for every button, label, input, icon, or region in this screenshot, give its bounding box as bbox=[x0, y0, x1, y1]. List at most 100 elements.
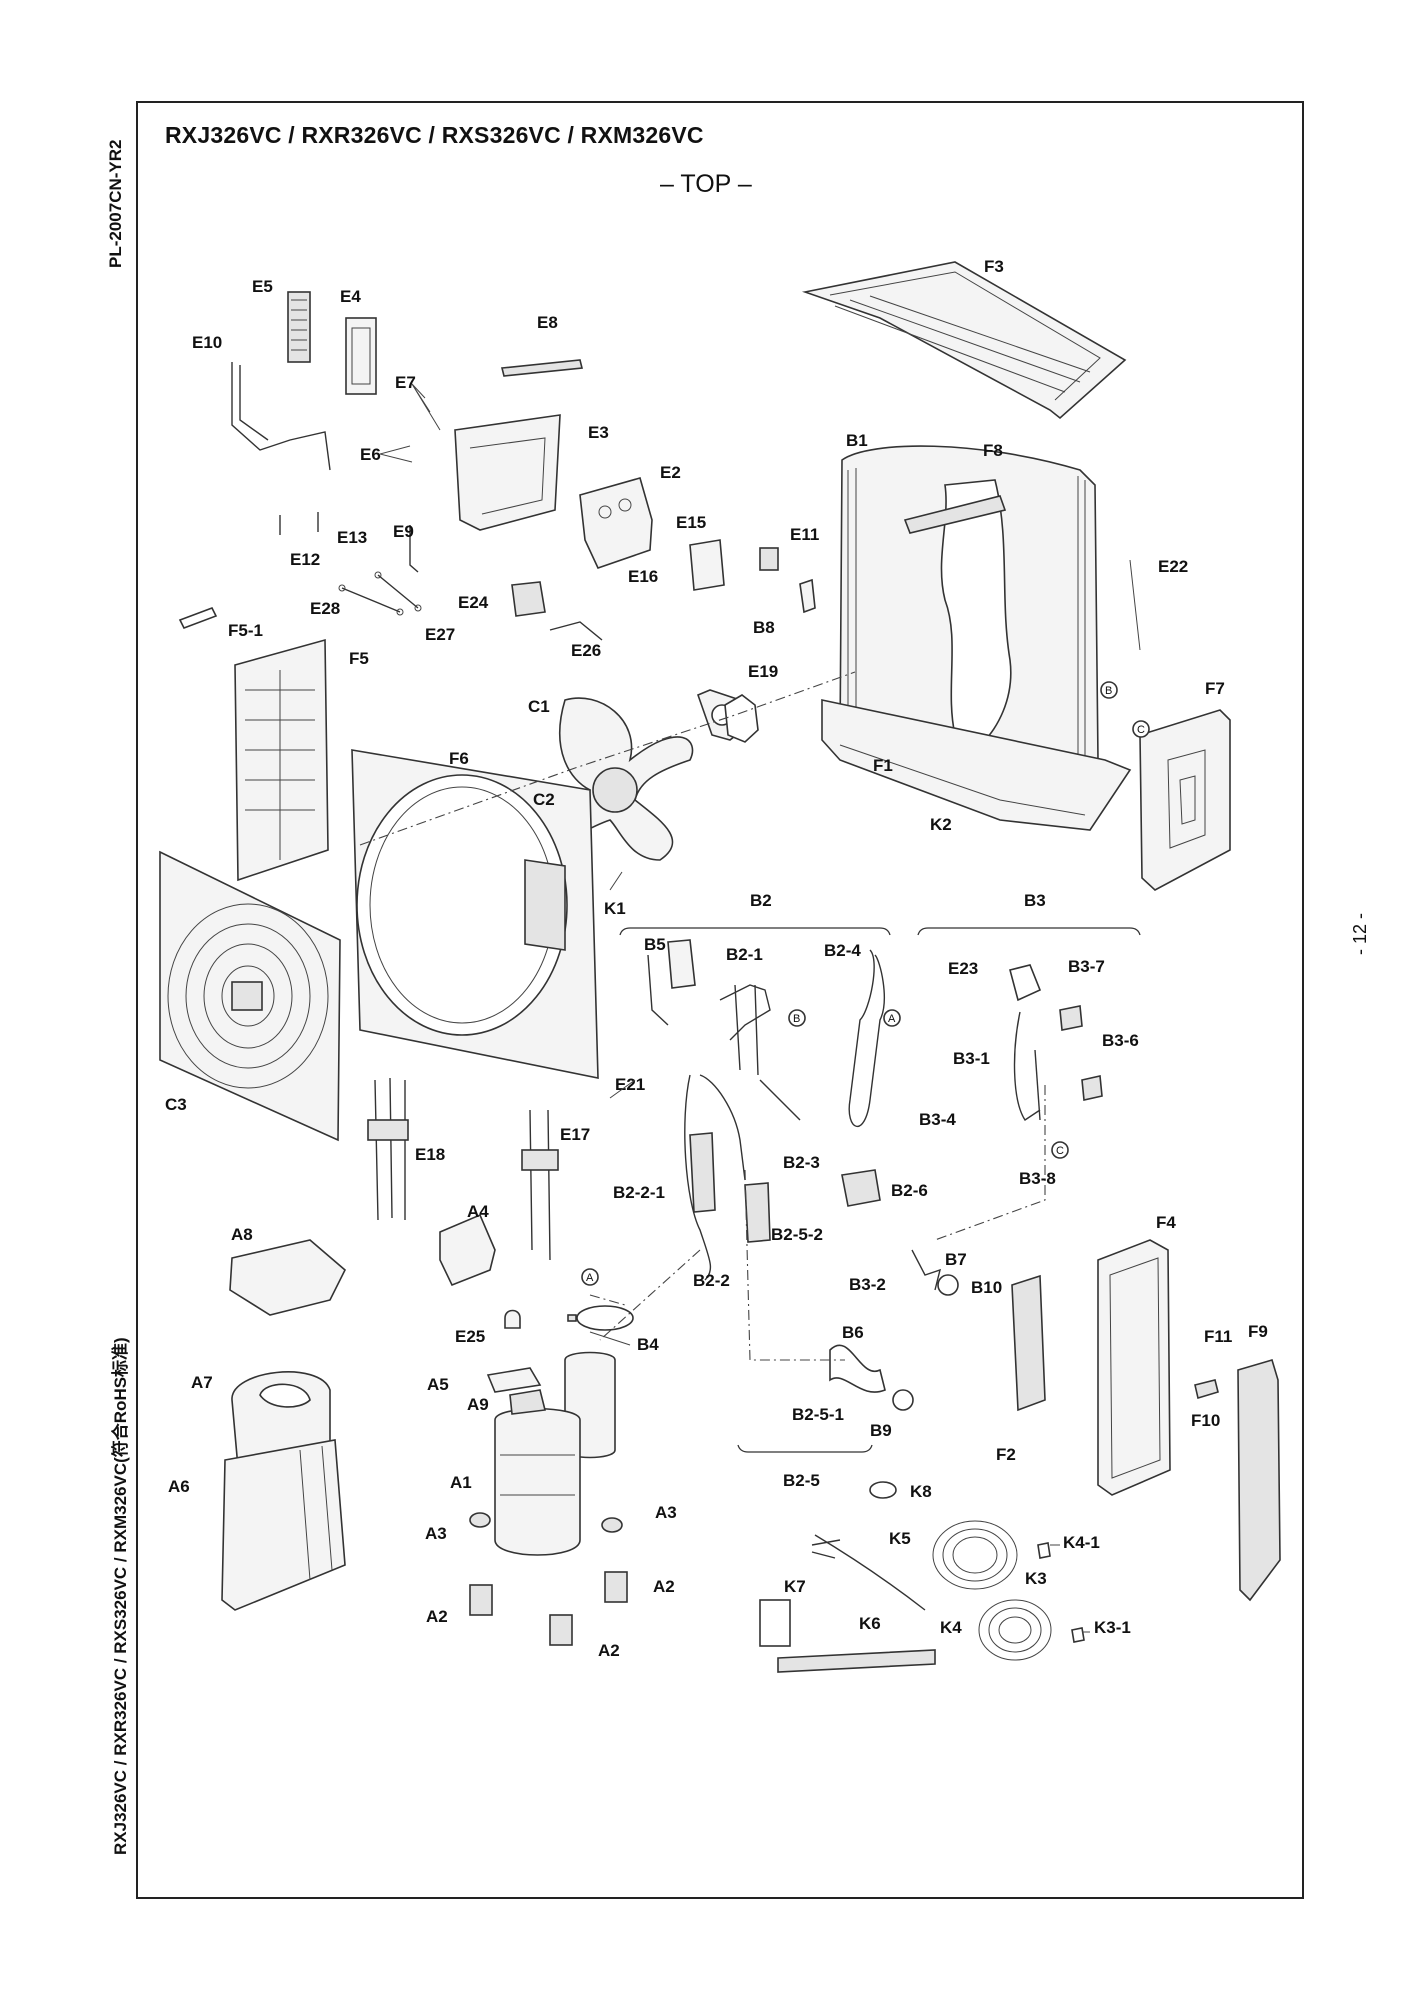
label-e25: E25 bbox=[455, 1327, 485, 1346]
label-e8: E8 bbox=[537, 313, 558, 332]
label-b3: B3 bbox=[1024, 891, 1046, 910]
label-a7: A7 bbox=[191, 1373, 213, 1392]
label-b2: B2 bbox=[750, 891, 772, 910]
part-labels: E5 E4 E10 E8 F3 E7 E6 E3 B1 F8 E2 E15 E1… bbox=[165, 257, 1268, 1660]
label-f2: F2 bbox=[996, 1445, 1016, 1464]
label-c1: C1 bbox=[528, 697, 550, 716]
label-e11: E11 bbox=[790, 525, 819, 544]
front-panel-part bbox=[351, 749, 599, 1079]
label-b3-4: B3-4 bbox=[919, 1110, 956, 1129]
control-box-parts bbox=[178, 291, 816, 741]
label-k4: K4 bbox=[940, 1618, 962, 1637]
piping-assembly-part bbox=[619, 927, 1141, 1453]
drawing-frame bbox=[136, 101, 1304, 1899]
label-e12: E12 bbox=[290, 550, 320, 569]
label-c2: C2 bbox=[533, 790, 555, 809]
label-b10: B10 bbox=[971, 1278, 1002, 1297]
label-k1: K1 bbox=[604, 899, 626, 918]
fan-grille-part bbox=[159, 850, 341, 1142]
label-f1: F1 bbox=[873, 756, 893, 775]
connection-markers: B C B A C A bbox=[581, 681, 1150, 1286]
view-subtitle: – TOP – bbox=[660, 170, 752, 198]
label-k6: K6 bbox=[859, 1614, 881, 1633]
label-e6: E6 bbox=[360, 445, 381, 464]
leader-lines bbox=[379, 383, 1090, 1633]
side-panel-right-part bbox=[1139, 709, 1231, 891]
label-b2-2: B2-2 bbox=[693, 1271, 730, 1290]
label-b2-3: B2-3 bbox=[783, 1153, 820, 1172]
label-a2-right: A2 bbox=[653, 1577, 675, 1596]
label-b2-5-2: B2-5-2 bbox=[771, 1225, 823, 1244]
label-b2-5: B2-5 bbox=[783, 1471, 820, 1490]
label-k3-1: K3-1 bbox=[1094, 1618, 1131, 1637]
label-f10: F10 bbox=[1191, 1411, 1220, 1430]
label-f6: F6 bbox=[449, 749, 469, 768]
service-panel-part bbox=[1011, 1239, 1281, 1602]
label-b2-2-1: B2-2-1 bbox=[613, 1183, 665, 1202]
marker-b-pipe: B bbox=[793, 1013, 800, 1025]
label-e7: E7 bbox=[395, 373, 416, 392]
label-a3-right: A3 bbox=[655, 1503, 677, 1522]
filter-guard-part bbox=[234, 638, 329, 882]
label-e26: E26 bbox=[571, 641, 601, 660]
label-e23: E23 bbox=[948, 959, 978, 978]
label-f8: F8 bbox=[983, 441, 1003, 460]
label-e18: E18 bbox=[415, 1145, 445, 1164]
label-f9: F9 bbox=[1248, 1322, 1268, 1341]
label-e16: E16 bbox=[628, 567, 658, 586]
label-b8: B8 bbox=[753, 618, 775, 637]
label-a9: A9 bbox=[467, 1395, 489, 1414]
marker-b-top: B bbox=[1105, 685, 1112, 697]
label-f4: F4 bbox=[1156, 1213, 1176, 1232]
label-b9: B9 bbox=[870, 1421, 892, 1440]
label-a1: A1 bbox=[450, 1473, 472, 1492]
label-a3-left: A3 bbox=[425, 1524, 447, 1543]
label-e2: E2 bbox=[660, 463, 681, 482]
label-f11: F11 bbox=[1204, 1327, 1232, 1346]
label-b2-5-1: B2-5-1 bbox=[792, 1405, 844, 1424]
label-e17: E17 bbox=[560, 1125, 590, 1144]
accessories-part bbox=[759, 1481, 1085, 1673]
label-b3-1: B3-1 bbox=[953, 1049, 990, 1068]
label-k3: K3 bbox=[1025, 1569, 1047, 1588]
label-k5: K5 bbox=[889, 1529, 911, 1548]
label-f7: F7 bbox=[1205, 679, 1225, 698]
label-k4-1: K4-1 bbox=[1063, 1533, 1100, 1552]
label-b3-2: B3-2 bbox=[849, 1275, 886, 1294]
label-e9: E9 bbox=[393, 522, 414, 541]
marker-c-pipe: C bbox=[1056, 1145, 1064, 1157]
label-e4: E4 bbox=[340, 287, 361, 306]
label-a8: A8 bbox=[231, 1225, 253, 1244]
page-title: RXJ326VC / RXR326VC / RXS326VC / RXM326V… bbox=[165, 122, 704, 148]
label-b3-8: B3-8 bbox=[1019, 1169, 1056, 1188]
label-e19: E19 bbox=[748, 662, 778, 681]
label-b1: B1 bbox=[846, 431, 868, 450]
marker-a-compressor: A bbox=[586, 1272, 594, 1284]
label-e27: E27 bbox=[425, 625, 455, 644]
label-f3: F3 bbox=[984, 257, 1004, 276]
heat-exchanger-frame-part bbox=[821, 445, 1141, 831]
label-a5: A5 bbox=[427, 1375, 449, 1394]
label-b6: B6 bbox=[842, 1323, 864, 1342]
label-f5: F5 bbox=[349, 649, 369, 668]
label-e24: E24 bbox=[458, 593, 489, 612]
label-f5-1: F5-1 bbox=[228, 621, 263, 640]
label-a2-bottom: A2 bbox=[598, 1641, 620, 1660]
label-c3: C3 bbox=[165, 1095, 187, 1114]
label-k2: K2 bbox=[930, 815, 952, 834]
label-b7: B7 bbox=[945, 1250, 967, 1269]
top-plate-part bbox=[801, 261, 1127, 420]
marker-c-top: C bbox=[1137, 724, 1145, 736]
label-e28: E28 bbox=[310, 599, 340, 618]
label-e3: E3 bbox=[588, 423, 609, 442]
label-b2-1: B2-1 bbox=[726, 945, 763, 964]
label-a6: A6 bbox=[168, 1477, 190, 1496]
label-e22: E22 bbox=[1158, 557, 1188, 576]
label-b2-6: B2-6 bbox=[891, 1181, 928, 1200]
sensor-wires-part bbox=[367, 1077, 559, 1261]
label-k8: K8 bbox=[910, 1482, 932, 1501]
marker-a-pipe: A bbox=[888, 1013, 896, 1025]
label-b3-7: B3-7 bbox=[1068, 957, 1105, 976]
label-a4: A4 bbox=[467, 1202, 489, 1221]
